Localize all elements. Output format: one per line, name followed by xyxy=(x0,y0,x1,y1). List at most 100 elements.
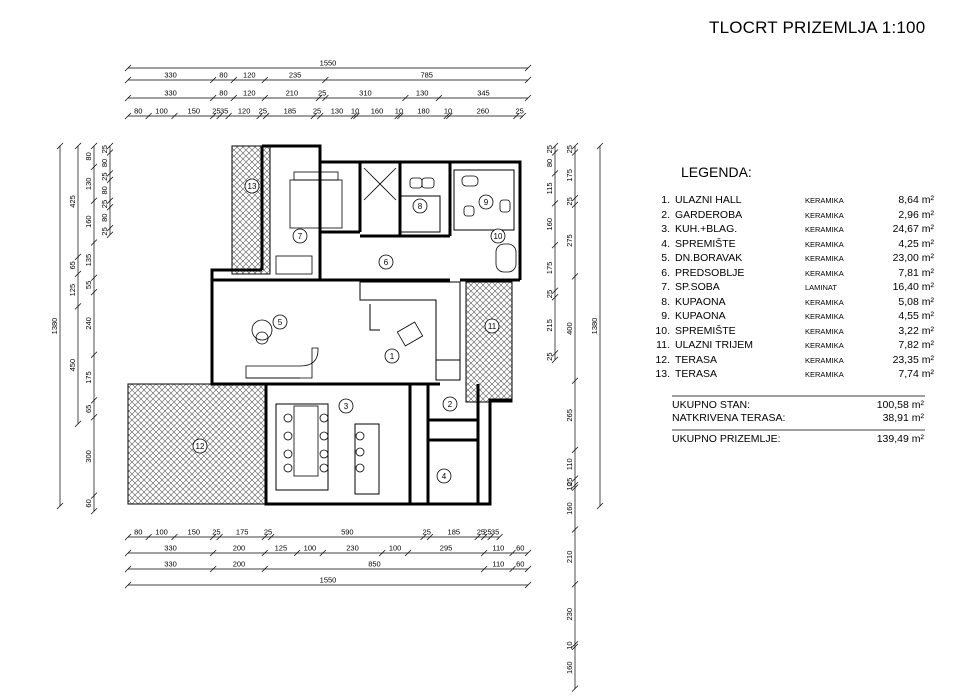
dimension-lines xyxy=(56,64,604,692)
dimension-tick xyxy=(319,549,327,557)
dimension-tick xyxy=(145,533,152,541)
dimension-label: 80 xyxy=(84,152,93,160)
dimension-tick xyxy=(267,533,275,541)
dimension-label: 25 xyxy=(259,107,267,116)
legend-area: 2,96 m² xyxy=(898,208,934,221)
room-marker xyxy=(192,438,208,454)
dimension-tick xyxy=(256,112,263,120)
dimension-label: 260 xyxy=(477,107,490,116)
dimension-label: 200 xyxy=(233,544,246,553)
legend-room-name: SP.SOBA xyxy=(675,281,720,293)
dimension-label: 185 xyxy=(448,528,461,537)
dimension-tick xyxy=(435,94,443,102)
dimension-tick xyxy=(571,194,579,202)
room-number: 11 xyxy=(488,322,497,331)
legend-number: 6. xyxy=(661,266,670,279)
dimension-tick xyxy=(90,197,98,205)
room-number: 3 xyxy=(344,402,349,411)
room-marker xyxy=(244,178,260,194)
dimension-tick xyxy=(404,549,412,557)
room-number: 12 xyxy=(196,442,205,451)
dimension-tick xyxy=(124,64,132,72)
room-number: 10 xyxy=(494,232,503,241)
dimension-tick xyxy=(571,475,579,482)
dimension-label: 110 xyxy=(492,560,504,569)
dimension-tick xyxy=(317,112,324,120)
dimension-tick xyxy=(571,377,579,385)
legend-area: 4,25 m² xyxy=(898,237,934,250)
dimension-tick xyxy=(74,420,82,428)
dimension-label: 590 xyxy=(341,528,354,537)
dimension-label: 25 xyxy=(545,352,554,360)
legend-material: KERAMIKA xyxy=(805,196,844,205)
dimension-tick xyxy=(551,142,559,150)
dimension-label: 110 xyxy=(492,544,504,553)
dimension-label: 175 xyxy=(84,371,93,384)
legend-room-name: TERASA xyxy=(675,353,718,366)
dimension-tick xyxy=(90,414,98,421)
legend-material: KERAMIKA xyxy=(805,268,844,278)
room-number: 9 xyxy=(484,198,489,207)
dimension-label: 110 xyxy=(565,458,574,470)
dimension-label: 10 xyxy=(565,641,574,649)
dimension-label: 80 xyxy=(134,528,142,537)
dimension-label: 25 xyxy=(100,172,109,180)
dimension-tick xyxy=(322,76,329,84)
sheet-title: TLOCRT PRIZEMLJA 1:100 xyxy=(709,18,926,37)
dimension-tick xyxy=(209,533,217,541)
dimension-label: 10 xyxy=(395,107,403,116)
dimension-tick xyxy=(171,533,178,541)
dimension-tick xyxy=(310,112,318,120)
dimension-label: 125 xyxy=(68,284,77,297)
dimension-label: 330 xyxy=(164,544,177,553)
dimension-tick xyxy=(124,94,132,102)
dimension-label: 160 xyxy=(565,661,574,674)
dimension-tick xyxy=(551,350,559,357)
legend-number: 3. xyxy=(661,223,670,235)
legend-material: KERAMIKA xyxy=(805,355,844,365)
dimension-tick xyxy=(74,303,82,310)
dimension-tick xyxy=(106,224,114,232)
legend-number: 10. xyxy=(655,324,670,337)
dimension-tick xyxy=(106,142,114,150)
dimension-label: 215 xyxy=(545,319,554,332)
room-marker xyxy=(436,468,452,484)
dimension-label: 265 xyxy=(565,409,574,422)
dimension-label: 25 xyxy=(477,528,485,537)
dimension-tick xyxy=(524,581,532,589)
dimension-label: 25 xyxy=(318,89,326,98)
terrace-13 xyxy=(231,145,271,275)
dimension-tick xyxy=(106,170,114,177)
dimension-label: 60 xyxy=(84,499,93,507)
dimension-label: 130 xyxy=(331,107,344,116)
dimension-label: 210 xyxy=(286,89,299,98)
dimension-tick xyxy=(443,112,450,120)
dimension-label: 295 xyxy=(440,544,453,553)
dimension-label: 120 xyxy=(243,71,256,80)
dimension-tick xyxy=(571,685,579,692)
dimension-label: 210 xyxy=(565,551,574,564)
dimension-label: 235 xyxy=(289,71,302,80)
dimension-label: 120 xyxy=(238,107,251,116)
legend-material: LAMINAT xyxy=(805,283,837,292)
dimension-label: 25 xyxy=(545,290,554,298)
legend-room-name: KUPAONA xyxy=(675,295,726,308)
dimension-label: 450 xyxy=(68,359,77,372)
dimension-label: 130 xyxy=(416,89,429,98)
legend-number: 9. xyxy=(661,310,670,322)
dimension-label: 65 xyxy=(84,405,93,413)
dimension-tick xyxy=(353,112,360,120)
dimension-tick xyxy=(551,149,559,156)
legend-room-name: KUH.+BLAG. xyxy=(675,223,738,235)
dimension-tick xyxy=(90,492,98,499)
dimension-label: 80 xyxy=(219,89,227,98)
dimension-tick xyxy=(480,549,488,557)
dimension-tick xyxy=(209,565,217,573)
legend-room-name: ULAZNI HALL xyxy=(675,194,742,206)
dimension-tick xyxy=(90,288,98,296)
